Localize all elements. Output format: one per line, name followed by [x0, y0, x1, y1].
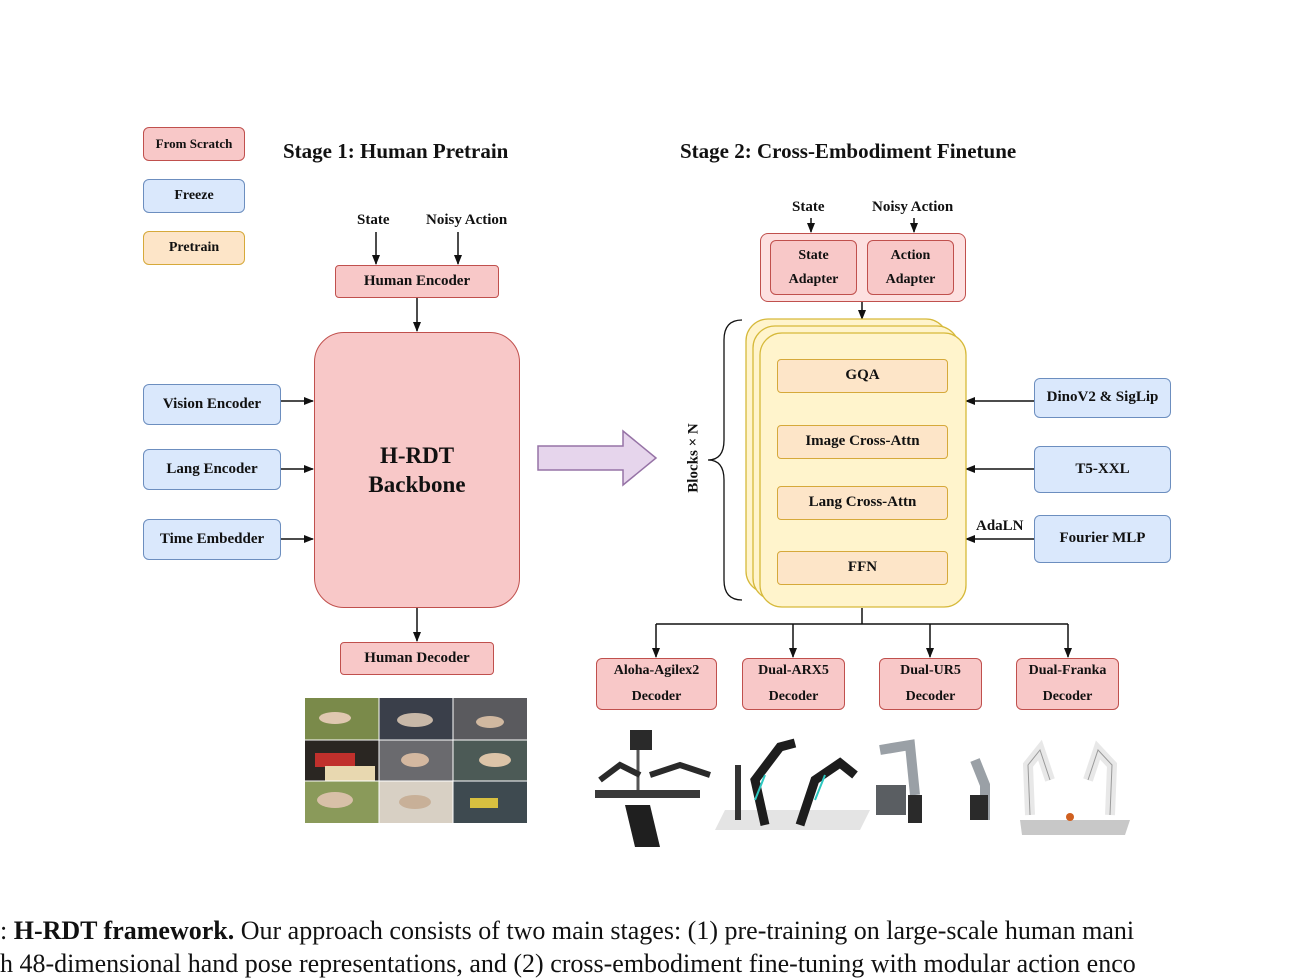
time-embedder: Time Embedder: [143, 519, 281, 560]
stage2-state-label: State: [792, 199, 825, 215]
ffn-layer: FFN: [777, 551, 948, 585]
dual-ur5-robot-image: [876, 739, 990, 823]
legend-pretrain: Pretrain: [143, 231, 245, 265]
dual-arx5-decoder: Dual-ARX5 Decoder: [742, 658, 845, 710]
fourier-mlp-label: Fourier MLP: [1059, 530, 1146, 547]
human-video-grid: [305, 698, 527, 823]
state-adapter: State Adapter: [770, 240, 857, 295]
image-cross-attn-label: Image Cross-Attn: [805, 433, 920, 450]
decoder-name: Aloha-Agilex2: [613, 663, 700, 678]
legend-freeze: Freeze: [143, 179, 245, 213]
human-encoder-label: Human Encoder: [363, 272, 471, 289]
caption-line-1: : H-RDT framework. Our approach consists…: [0, 914, 1136, 947]
t5-xxl-encoder: T5-XXL: [1034, 446, 1171, 493]
dual-franka-decoder: Dual-Franka Decoder: [1016, 658, 1119, 710]
t5-xxl-label: T5-XXL: [1075, 460, 1130, 477]
caption-title: H-RDT framework.: [13, 916, 235, 945]
stage1-title: Stage 1: Human Pretrain: [283, 139, 509, 163]
transition-arrow: [537, 429, 658, 487]
fourier-mlp: Fourier MLP: [1034, 515, 1171, 563]
image-cross-attn-layer: Image Cross-Attn: [777, 425, 948, 459]
dual-arx5-robot-image: [715, 738, 870, 830]
time-embedder-label: Time Embedder: [159, 530, 265, 547]
aloha-agilex2-robot-image: [595, 730, 711, 847]
decoder-name: Dual-ARX5: [758, 663, 829, 678]
caption-line-2: h 48-dimensional hand pose representatio…: [0, 949, 1136, 978]
figure-caption: : H-RDT framework. Our approach consists…: [0, 914, 1136, 980]
legend-from-scratch-label: From Scratch: [155, 135, 233, 151]
ffn-label: FFN: [847, 559, 878, 576]
gqa-label: GQA: [845, 367, 880, 384]
lang-encoder-label: Lang Encoder: [166, 460, 258, 477]
adaln-label: AdaLN: [976, 518, 1024, 534]
decoder-suffix: Decoder: [768, 689, 819, 704]
blocks-n-label: Blocks × N: [685, 423, 702, 493]
caption-line1-rest: Our approach consists of two main stages…: [234, 916, 1135, 945]
dual-franka-robot-image: [1020, 739, 1130, 835]
action-adapter: Action Adapter: [867, 240, 954, 295]
dinov2-siglip-label: DinoV2 & SigLip: [1046, 389, 1159, 406]
dual-ur5-decoder: Dual-UR5 Decoder: [879, 658, 982, 710]
stage2-noisy-action-label: Noisy Action: [872, 199, 954, 215]
stage2-title: Stage 2: Cross-Embodiment Finetune: [680, 139, 1017, 163]
decoder-suffix: Decoder: [905, 689, 956, 704]
legend-freeze-label: Freeze: [174, 187, 214, 203]
dinov2-siglip-encoder: DinoV2 & SigLip: [1034, 378, 1171, 418]
backbone-title-line2: Backbone: [368, 472, 466, 497]
gqa-layer: GQA: [777, 359, 948, 393]
h-rdt-backbone: H-RDT Backbone: [314, 332, 520, 608]
legend-from-scratch: From Scratch: [143, 127, 245, 161]
human-encoder: Human Encoder: [335, 265, 499, 298]
decoder-suffix: Decoder: [1042, 689, 1093, 704]
vision-encoder: Vision Encoder: [143, 384, 281, 425]
vision-encoder-label: Vision Encoder: [162, 395, 262, 412]
backbone-title-line1: H-RDT: [379, 443, 455, 468]
decoder-suffix: Decoder: [631, 689, 682, 704]
lang-cross-attn-label: Lang Cross-Attn: [808, 494, 917, 511]
decoder-name: Dual-UR5: [900, 663, 961, 678]
state-adapter-line1: State: [798, 247, 829, 263]
action-adapter-line2: Adapter: [885, 271, 936, 287]
caption-prefix: :: [0, 916, 14, 945]
legend-pretrain-label: Pretrain: [168, 239, 220, 255]
lang-encoder: Lang Encoder: [143, 449, 281, 490]
robot-images: [595, 730, 1130, 847]
stage1-noisy-action-label: Noisy Action: [426, 212, 508, 228]
lang-cross-attn-layer: Lang Cross-Attn: [777, 486, 948, 520]
aloha-agilex2-decoder: Aloha-Agilex2 Decoder: [596, 658, 717, 710]
state-adapter-line2: Adapter: [788, 271, 839, 287]
action-adapter-line1: Action: [890, 247, 931, 263]
human-decoder: Human Decoder: [340, 642, 494, 675]
stage1-state-label: State: [357, 212, 390, 228]
human-decoder-label: Human Decoder: [364, 649, 470, 666]
decoder-name: Dual-Franka: [1028, 663, 1107, 678]
